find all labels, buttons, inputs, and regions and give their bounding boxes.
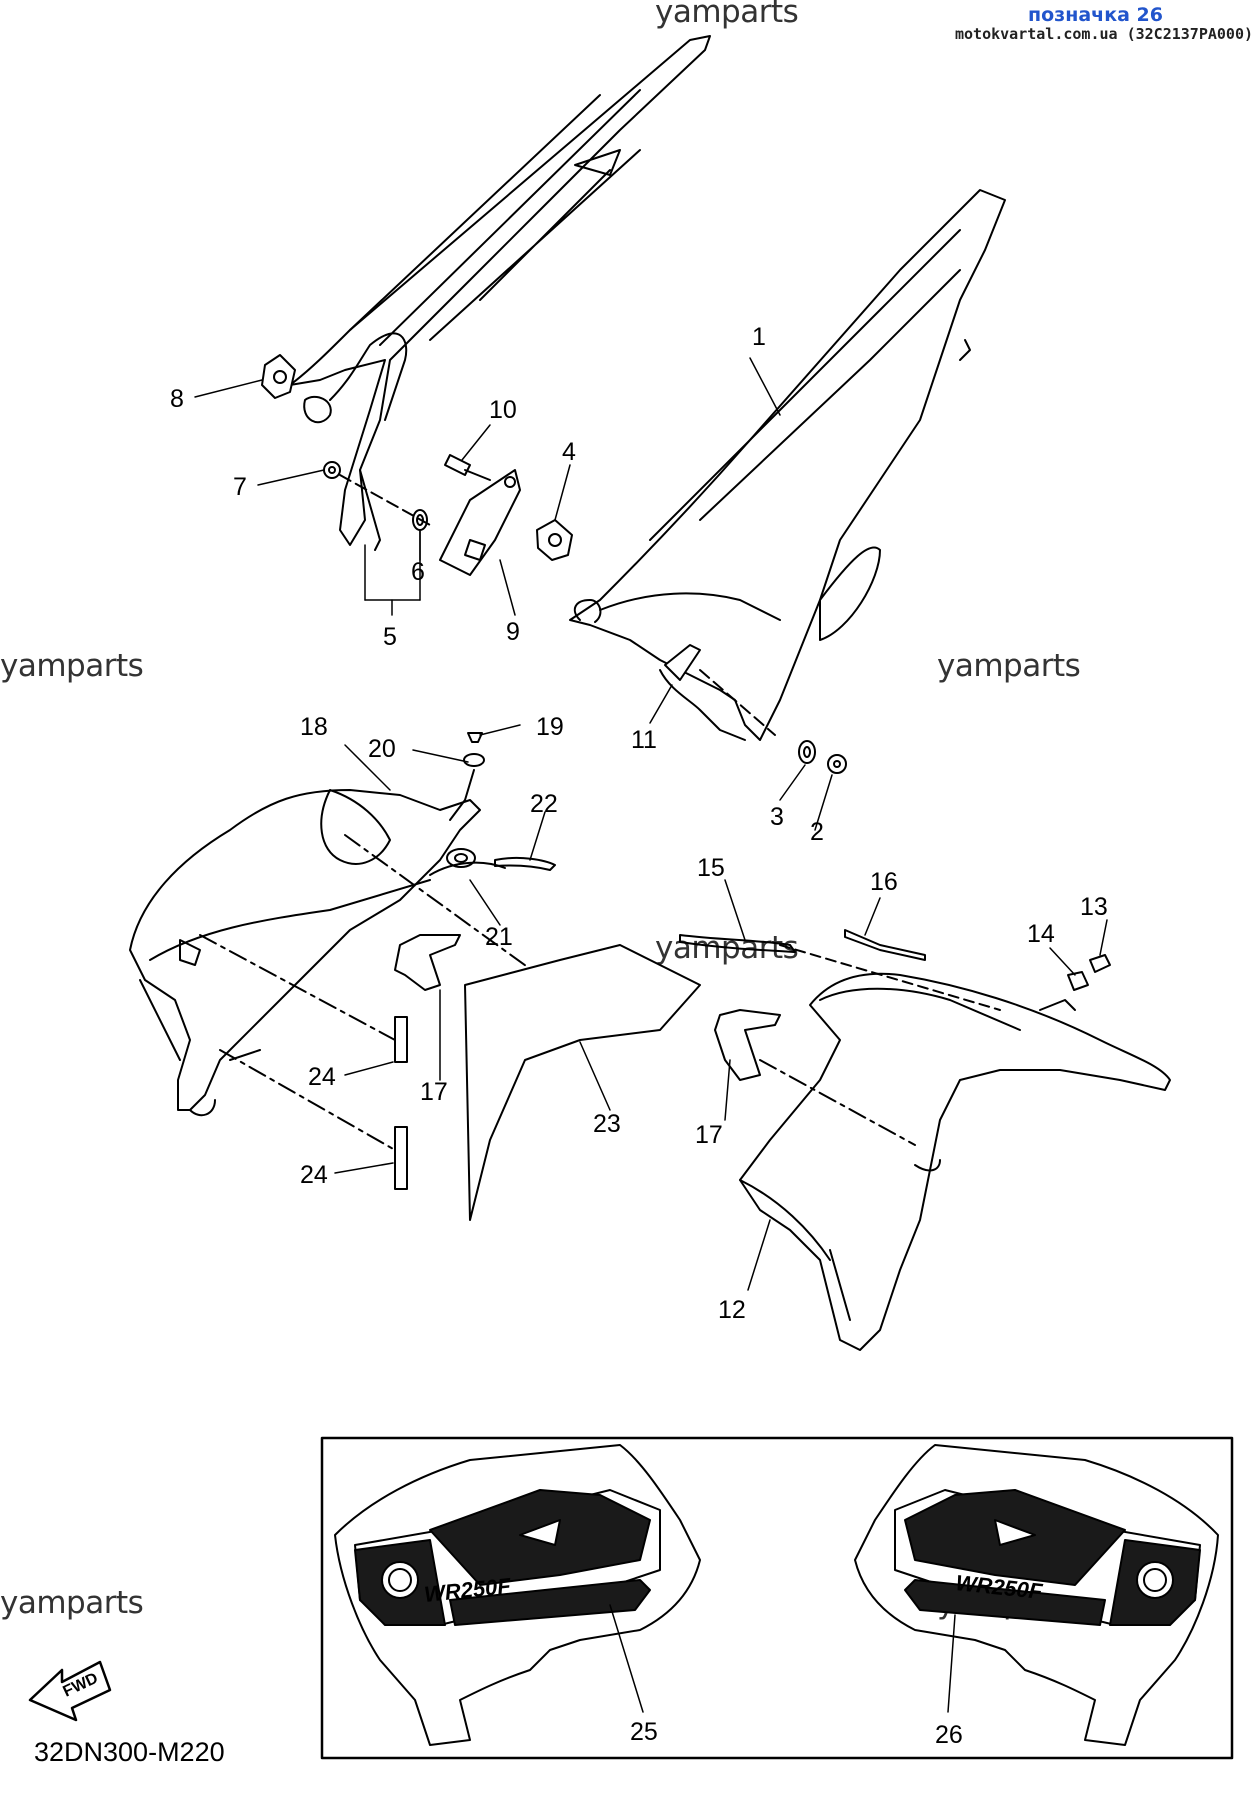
watermark: yamparts — [937, 648, 1081, 684]
callout-numbers: 1 2 3 4 5 6 7 8 9 10 11 12 13 14 15 16 1… — [170, 323, 1108, 1749]
bolt-2 — [827, 754, 847, 774]
leader-26 — [947, 1614, 956, 1713]
strip-16 — [844, 929, 926, 961]
watermark: yamparts — [655, 0, 799, 30]
callout-13: 13 — [1080, 893, 1108, 921]
callout-21: 21 — [485, 923, 513, 951]
callout-14: 14 — [1027, 920, 1055, 948]
decal-panel-23 — [464, 944, 701, 1221]
header-label: позначка 26 — [1028, 4, 1163, 26]
guide-17-right — [714, 1009, 781, 1081]
callout-23: 23 — [593, 1110, 621, 1138]
clip-4 — [536, 519, 573, 561]
fastener-post — [449, 769, 475, 821]
shroud-right — [739, 972, 1171, 1351]
assembly-line — [339, 474, 431, 526]
guide-17-left — [394, 934, 461, 991]
callout-7: 7 — [233, 473, 247, 501]
tab-11 — [664, 644, 701, 681]
callout-1: 1 — [752, 323, 766, 351]
clip-8 — [261, 354, 296, 399]
callout-5: 5 — [383, 623, 397, 651]
callout-24-lower: 24 — [300, 1161, 328, 1189]
strip-21 — [429, 861, 506, 876]
callout-10: 10 — [489, 396, 517, 424]
callout-4: 4 — [562, 438, 576, 466]
leader-25 — [609, 1604, 644, 1713]
callout-20: 20 — [368, 735, 396, 763]
callout-26: 26 — [935, 1721, 963, 1749]
assembly-line — [779, 944, 1001, 1011]
callout-25: 25 — [630, 1718, 658, 1746]
watermark: yamparts — [0, 648, 144, 684]
callout-9: 9 — [506, 618, 520, 646]
washer-3 — [798, 740, 816, 764]
callout-6: 6 — [411, 558, 425, 586]
assembly-line — [759, 1059, 916, 1146]
callout-17-right: 17 — [695, 1121, 723, 1149]
callout-17-left: 17 — [420, 1078, 448, 1106]
callout-19: 19 — [536, 713, 564, 741]
grommet-20 — [463, 753, 485, 767]
bracket-9 — [439, 469, 521, 576]
strip-15 — [679, 934, 796, 953]
graphics-inset-frame — [320, 1436, 1234, 1760]
callout-16: 16 — [870, 868, 898, 896]
callout-11: 11 — [631, 726, 657, 754]
assembly-line — [699, 669, 776, 736]
callout-22: 22 — [530, 790, 558, 818]
side-cover-right — [569, 189, 1006, 741]
side-cover-left — [289, 35, 711, 551]
diagram-code: 32DN300-M220 — [34, 1737, 225, 1767]
callout-15: 15 — [697, 854, 725, 882]
header-source: motokvartal.com.ua (32C2137PA000) — [955, 25, 1254, 43]
bolt-10 — [444, 454, 491, 481]
decal-24-upper — [394, 1016, 408, 1063]
callout-12: 12 — [718, 1296, 746, 1324]
strip-22 — [494, 856, 556, 871]
graphic-25-left: WR250F — [334, 1444, 701, 1746]
decal-24-lower — [394, 1126, 408, 1190]
callout-24-upper: 24 — [308, 1063, 336, 1091]
screw-19 — [467, 732, 483, 743]
bolt-7 — [323, 461, 341, 479]
fwd-arrow-icon: FWD — [28, 1660, 112, 1722]
assembly-line — [219, 1049, 396, 1151]
callout-8: 8 — [170, 385, 184, 413]
watermark: yamparts — [0, 1585, 144, 1621]
callout-3: 3 — [770, 803, 784, 831]
assembly-line — [199, 934, 396, 1041]
callout-2: 2 — [810, 818, 824, 846]
leader-lines — [194, 357, 1108, 1291]
bolt-13 — [1089, 954, 1111, 973]
nut-14 — [1067, 971, 1089, 991]
callout-18: 18 — [300, 713, 328, 741]
graphic-26-right: WR250F — [854, 1444, 1219, 1746]
